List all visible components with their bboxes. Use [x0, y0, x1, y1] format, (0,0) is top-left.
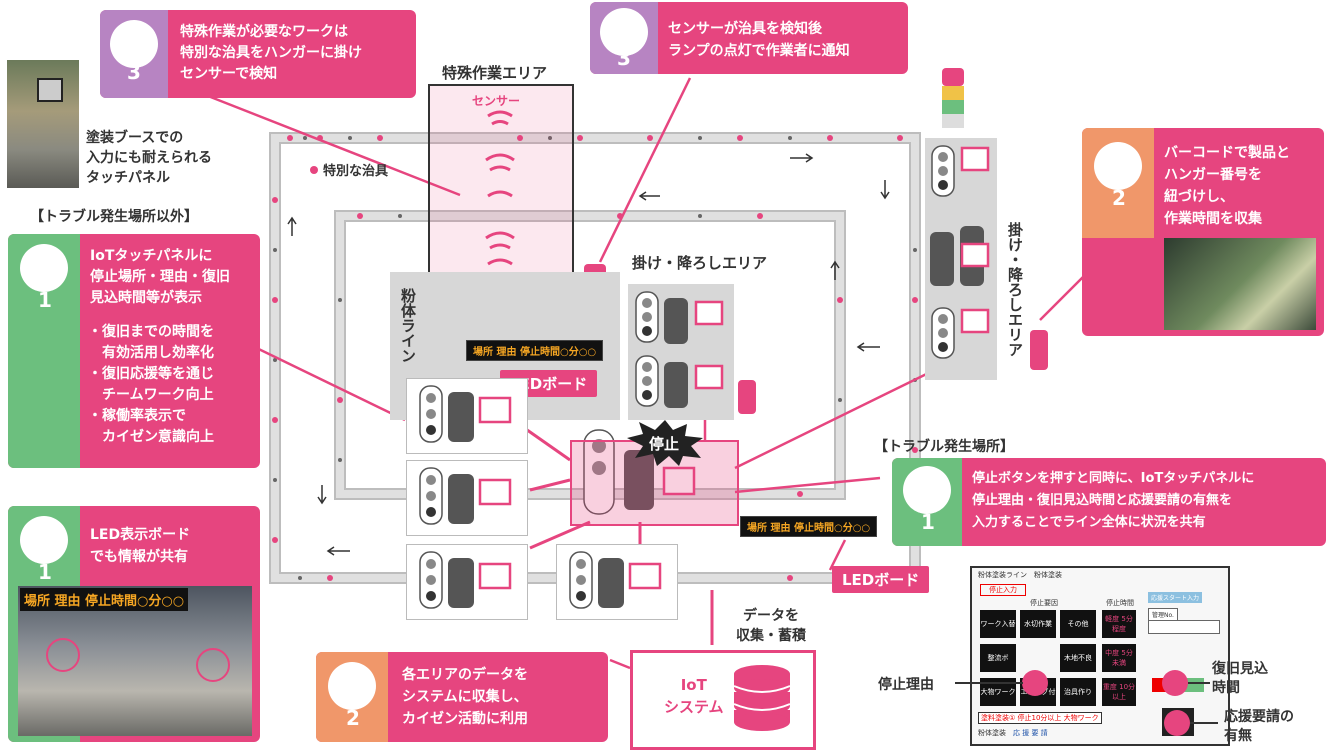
- panel-time-button[interactable]: 軽度 5分程度: [1102, 610, 1136, 638]
- panel-reason-button[interactable]: ワーク入替: [980, 610, 1016, 638]
- panel-reason-button[interactable]: 水切作業: [1020, 610, 1056, 638]
- callout-iot-panel: 1 IoTタッチパネルに 停止場所・理由・復旧 見込時間等が表示 ・復旧までの時…: [8, 234, 260, 468]
- led-board: 場所 理由 停止時間○分○○: [740, 516, 878, 537]
- callout-stop-button: 1 停止ボタンを押すと同時に、IoTタッチパネルに 停止理由・復旧見込時間と応援…: [892, 458, 1326, 546]
- callout-barcode: 2 バーコードで製品と ハンガー番号を 紐づけし、 作業時間を収集: [1082, 128, 1324, 336]
- avatar: 1: [8, 234, 80, 468]
- highlight-dot: [1162, 670, 1188, 696]
- led-board: 場所 理由 停止時間○分○○: [466, 340, 604, 361]
- avatar: 3: [100, 10, 168, 98]
- booth-caption: 塗装ブースでの 入力にも耐えられる タッチパネル: [86, 130, 212, 186]
- stop-reason-label: 停止理由: [878, 677, 934, 693]
- iot-system-label: IoT システム: [664, 676, 724, 716]
- barcode-photo: [1164, 238, 1316, 330]
- highlight-dot: [1164, 710, 1190, 736]
- highlight-dot: [1022, 670, 1048, 696]
- trouble-place-label: 【トラブル発生場所】: [874, 439, 1014, 455]
- signal-lamp-icon: [942, 68, 964, 128]
- avatar: 2: [1082, 128, 1154, 238]
- avatar: 2: [316, 652, 388, 742]
- factory-photo: 場所 理由 停止時間○分○○: [18, 586, 252, 736]
- callout-led-board: 1 LED表示ボード でも情報が共有 場所 理由 停止時間○分○○: [8, 506, 260, 742]
- panel-reason-button[interactable]: 整流ボ: [980, 644, 1016, 672]
- touch-panel-screen: 粉体塗装ライン 粉体塗装 停止入力 停止要因 停止時間 ワーク入替 水切作業 そ…: [970, 566, 1230, 746]
- trouble-except-label: 【トラブル発生場所以外】: [30, 209, 198, 225]
- panel-reason-button[interactable]: その他: [1060, 610, 1096, 638]
- avatar: 3: [590, 2, 658, 74]
- powder-line-label: 粉体ライン: [399, 288, 417, 363]
- callout-sensor-notify: 3 センサーが治具を検知後 ランプの点灯で作業者に通知: [590, 2, 908, 74]
- data-collect-label: データを 収集・蓄積: [736, 608, 806, 644]
- hang-area-label: 掛け・降ろしエリア: [632, 254, 768, 272]
- callout-special-jig: 3 特殊作業が必要なワークは 特別な治具をハンガーに掛け センサーで検知: [100, 10, 416, 98]
- special-area-label: 特殊作業エリア: [442, 64, 548, 82]
- callout-data-system: 2 各エリアのデータを システムに収集し、 カイゼン活動に利用: [316, 652, 608, 742]
- panel-time-button[interactable]: 重度 10分以上: [1102, 678, 1136, 706]
- jig-legend-dot: [310, 166, 318, 174]
- sensor-label: センサー: [472, 94, 521, 108]
- database-icon: [733, 665, 791, 731]
- recovery-time-label: 復旧見込 時間: [1212, 661, 1268, 696]
- led-board-tag: LEDボード: [832, 566, 930, 593]
- avatar: 1: [892, 458, 962, 546]
- stop-label: 停止: [649, 435, 680, 453]
- hang-area-vertical-label: 掛け・降ろしエリア: [1006, 222, 1024, 357]
- panel-reason-button[interactable]: 木地不良: [1060, 644, 1096, 672]
- panel-time-button[interactable]: 中度 5分未満: [1102, 644, 1136, 672]
- stop-burst-icon: [627, 420, 703, 466]
- jig-legend-label: 特別な治具: [323, 164, 389, 179]
- panel-reason-button[interactable]: 治具作り: [1060, 678, 1096, 706]
- booth-photo: [7, 60, 79, 188]
- support-request-label: 応援要請の 有無: [1224, 709, 1294, 744]
